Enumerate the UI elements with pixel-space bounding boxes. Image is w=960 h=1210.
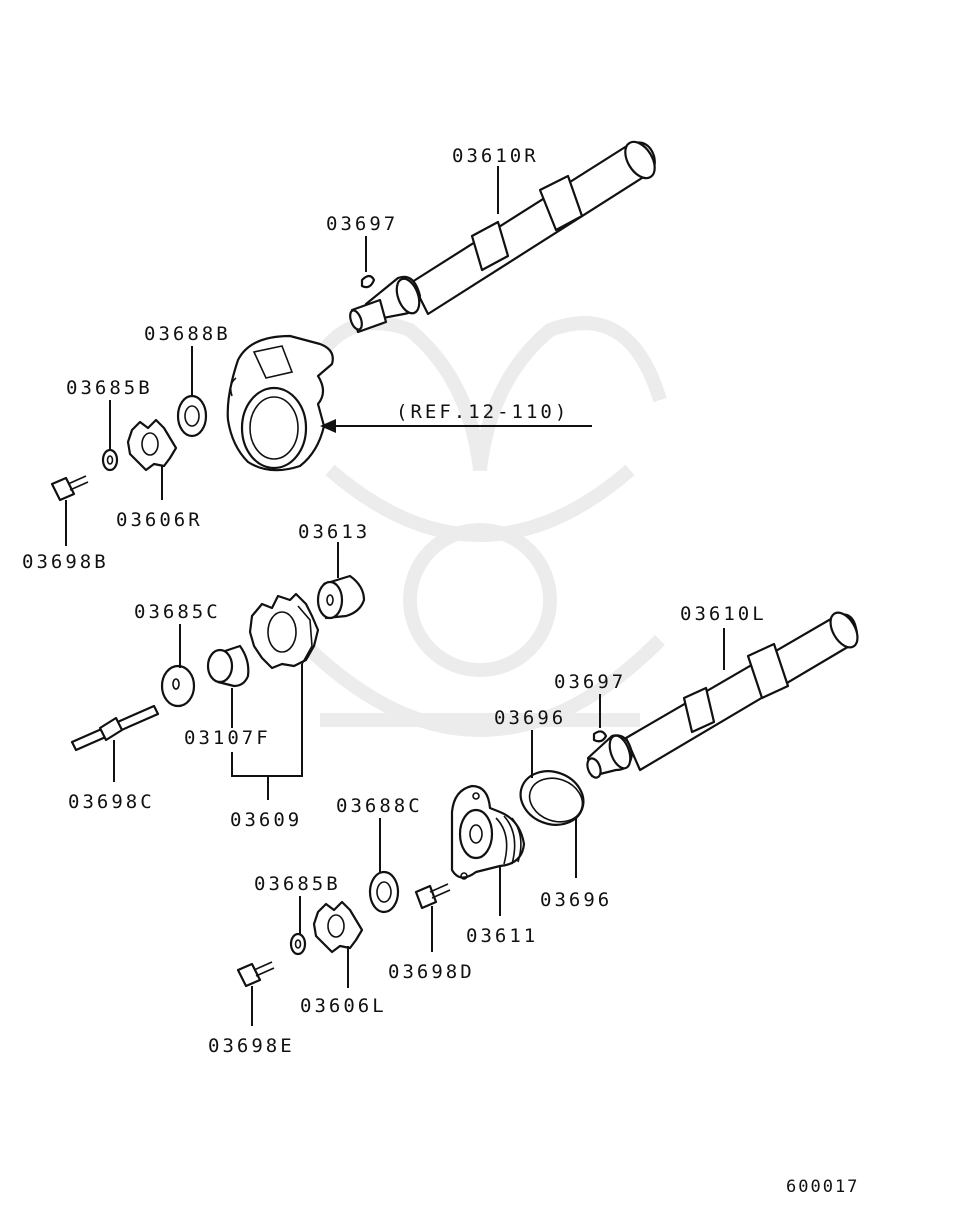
seal-03688C[interactable] bbox=[368, 870, 400, 914]
part-label-03697-top: 03697 bbox=[326, 213, 398, 235]
sleeve-03611[interactable] bbox=[450, 784, 526, 880]
part-label-03698C: 03698C bbox=[68, 791, 155, 813]
part-label-03688B: 03688B bbox=[144, 323, 231, 345]
part-label-03610R: 03610R bbox=[452, 145, 539, 167]
part-label-03688C: 03688C bbox=[336, 795, 423, 817]
part-label-03611: 03611 bbox=[466, 925, 538, 947]
part-label-03606R: 03606R bbox=[116, 509, 203, 531]
seal-03688B[interactable] bbox=[176, 394, 208, 438]
key-03697-top[interactable] bbox=[360, 274, 376, 289]
oring-03696[interactable] bbox=[513, 763, 591, 834]
bolt-03698D[interactable] bbox=[414, 883, 451, 910]
part-label-03697-bottom: 03697 bbox=[554, 671, 626, 693]
part-label-03696-top: 03696 bbox=[494, 707, 566, 729]
part-label-03606L: 03606L bbox=[300, 995, 387, 1017]
washer-03685B-top[interactable] bbox=[101, 448, 119, 472]
part-label-03685C: 03685C bbox=[134, 601, 221, 623]
part-label-03698E: 03698E bbox=[208, 1035, 295, 1057]
part-label-03698D: 03698D bbox=[388, 961, 475, 983]
part-label-03107F: 03107F bbox=[184, 727, 271, 749]
part-label-03685B-top: 03685B bbox=[66, 377, 153, 399]
gear-03606R[interactable] bbox=[126, 418, 178, 472]
part-label-03610L: 03610L bbox=[680, 603, 767, 625]
bolt-03698B[interactable] bbox=[50, 475, 89, 502]
watermark-emblem bbox=[293, 316, 667, 737]
gear-housing bbox=[226, 334, 334, 472]
shaft-03610R[interactable] bbox=[348, 137, 661, 334]
part-label-03685B-bottom: 03685B bbox=[254, 873, 341, 895]
shaft-03610L[interactable] bbox=[585, 608, 863, 779]
part-label-03613: 03613 bbox=[298, 521, 370, 543]
part-label-03698B: 03698B bbox=[22, 551, 109, 573]
plate-03685C[interactable] bbox=[160, 664, 196, 708]
gear-03609[interactable] bbox=[248, 592, 320, 670]
washer-03685B-bottom[interactable] bbox=[289, 932, 307, 956]
bushing-03613[interactable] bbox=[316, 574, 366, 620]
bolt-03698E[interactable] bbox=[236, 961, 275, 988]
part-label-03609: 03609 bbox=[230, 809, 302, 831]
part-label-03696-bottom: 03696 bbox=[540, 889, 612, 911]
bushing-03107F[interactable] bbox=[206, 644, 250, 688]
reference-label: (REF.12-110) bbox=[396, 401, 569, 423]
stud-03698C[interactable] bbox=[70, 704, 160, 752]
sheet-number: 600017 bbox=[786, 1177, 859, 1197]
key-03697-bottom[interactable] bbox=[592, 730, 608, 743]
gear-03606L[interactable] bbox=[312, 900, 364, 954]
